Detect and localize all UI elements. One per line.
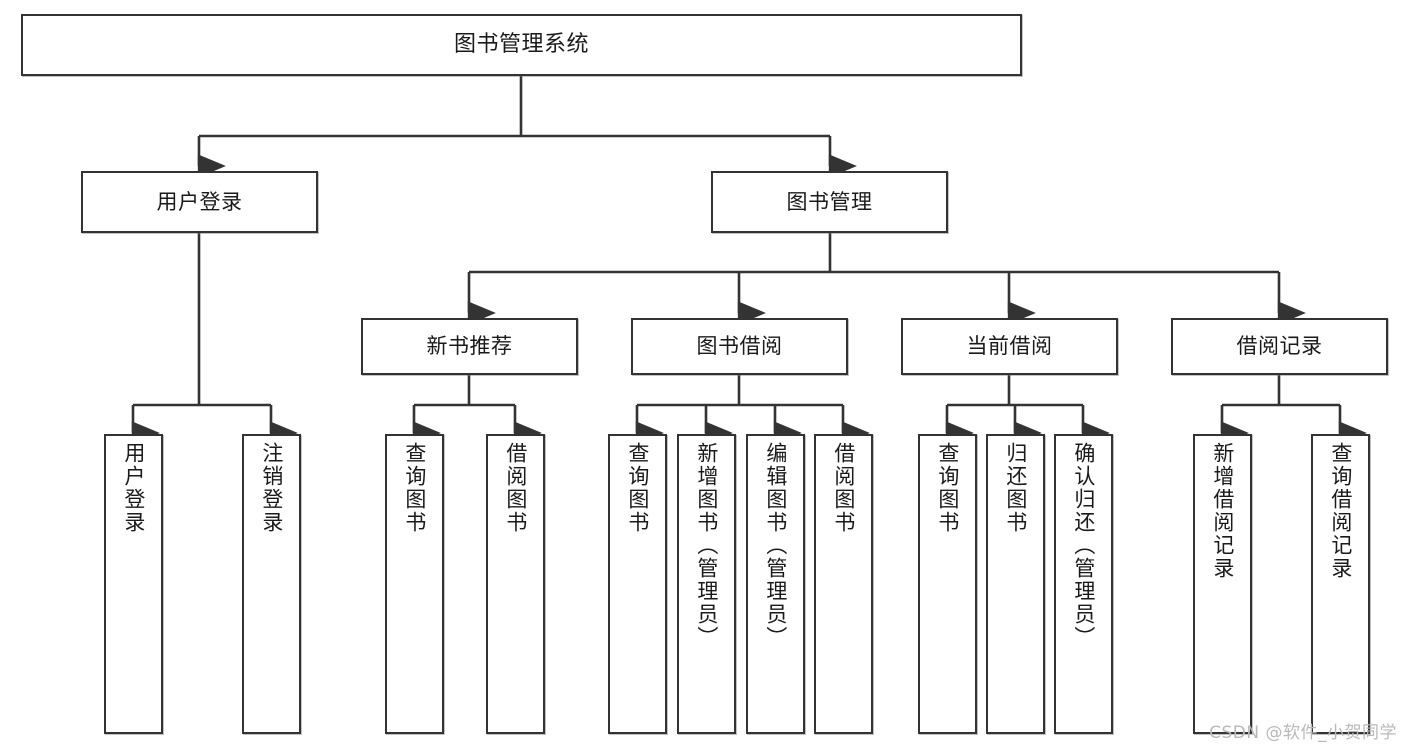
node-root[interactable]: 图书管理系统 xyxy=(21,14,1022,76)
node-leaf-query-record[interactable]: 查询借阅记录 xyxy=(1311,434,1370,734)
node-leaf-confirm-return[interactable]: 确认归还（管理员） xyxy=(1054,434,1113,734)
node-leaf-confirm-return-label: 确认归还（管理员） xyxy=(1071,442,1096,649)
node-leaf-borrow-book-2[interactable]: 借阅图书 xyxy=(814,434,873,734)
node-leaf-add-book[interactable]: 新增图书（管理员） xyxy=(677,434,736,734)
node-leaf-query-record-label: 查询借阅记录 xyxy=(1328,442,1353,580)
watermark-text: CSDN @软件_小贺同学 xyxy=(1209,723,1397,743)
node-leaf-borrow-book-1[interactable]: 借阅图书 xyxy=(486,434,545,734)
node-leaf-borrow-book-2-label: 借阅图书 xyxy=(831,442,856,534)
node-leaf-query-book-1[interactable]: 查询图书 xyxy=(385,434,444,734)
node-leaf-query-book-3[interactable]: 查询图书 xyxy=(918,434,977,734)
node-leaf-edit-book[interactable]: 编辑图书（管理员） xyxy=(746,434,805,734)
node-current-borrow-label: 当前借阅 xyxy=(966,334,1053,359)
node-user-login-label: 用户登录 xyxy=(156,189,243,214)
node-leaf-user-login[interactable]: 用户登录 xyxy=(104,434,163,734)
node-leaf-query-book-2-label: 查询图书 xyxy=(625,442,650,534)
node-leaf-return-book-label: 归还图书 xyxy=(1003,442,1028,534)
node-borrow-record[interactable]: 借阅记录 xyxy=(1171,318,1388,375)
node-leaf-query-book-2[interactable]: 查询图书 xyxy=(608,434,667,734)
node-leaf-add-book-label: 新增图书（管理员） xyxy=(694,442,719,649)
node-leaf-edit-book-label: 编辑图书（管理员） xyxy=(763,442,788,649)
node-current-borrow[interactable]: 当前借阅 xyxy=(901,318,1118,375)
node-leaf-add-record-label: 新增借阅记录 xyxy=(1210,442,1235,580)
node-book-manage-label: 图书管理 xyxy=(786,189,873,214)
node-borrow-record-label: 借阅记录 xyxy=(1236,334,1323,359)
node-book-borrow[interactable]: 图书借阅 xyxy=(631,318,848,375)
node-new-book-rec-label: 新书推荐 xyxy=(426,334,513,359)
node-user-login[interactable]: 用户登录 xyxy=(81,171,318,233)
node-leaf-query-book-1-label: 查询图书 xyxy=(402,442,427,534)
node-leaf-return-book[interactable]: 归还图书 xyxy=(986,434,1045,734)
node-leaf-query-book-3-label: 查询图书 xyxy=(935,442,960,534)
node-book-borrow-label: 图书借阅 xyxy=(696,334,783,359)
node-new-book-rec[interactable]: 新书推荐 xyxy=(361,318,578,375)
node-leaf-borrow-book-1-label: 借阅图书 xyxy=(503,442,528,534)
node-root-label: 图书管理系统 xyxy=(453,32,589,58)
node-leaf-add-record[interactable]: 新增借阅记录 xyxy=(1193,434,1252,734)
node-leaf-user-logout[interactable]: 注销登录 xyxy=(242,434,301,734)
node-leaf-user-login-label: 用户登录 xyxy=(121,442,146,534)
node-book-manage[interactable]: 图书管理 xyxy=(711,171,948,233)
node-leaf-user-logout-label: 注销登录 xyxy=(259,442,284,534)
